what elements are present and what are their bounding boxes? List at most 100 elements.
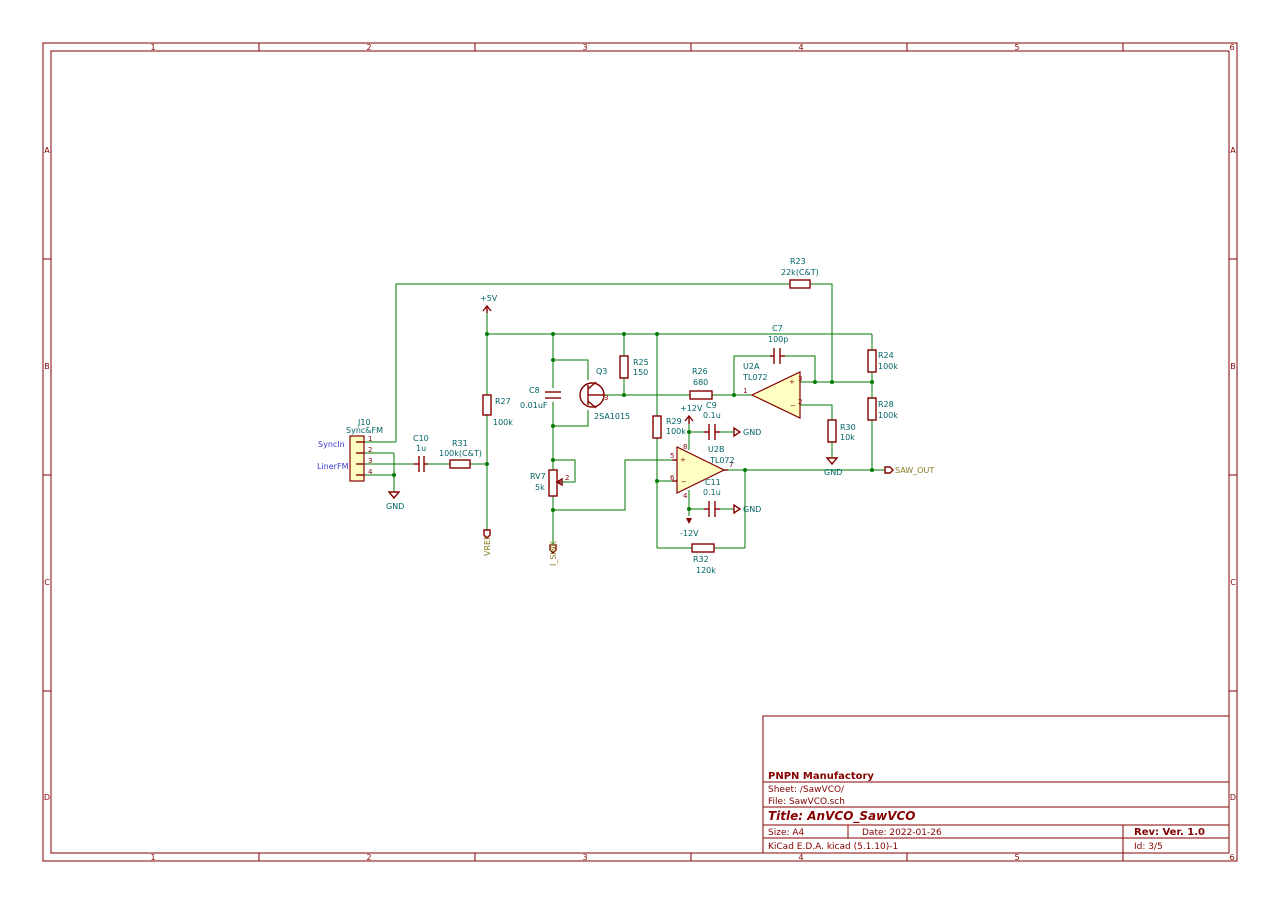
resistor-r23[interactable]: R23 22k(C&T) [781,257,819,289]
r23-value: 22k(C&T) [781,268,819,277]
u2a-pin-out: 1 [743,387,747,395]
sheet-date: Date: 2022-01-26 [862,828,942,838]
power-5v: +5V [480,294,498,313]
resistor-r26[interactable]: R26 680 [689,367,713,400]
r29-value: 100k [666,427,686,436]
resistor-r32[interactable]: R32 120k [691,543,716,575]
r32-value: 120k [696,566,716,575]
resistor-r30[interactable]: R30 10k [827,419,856,443]
c9-value: 0.1u [703,411,721,420]
col-label: 5 [1014,43,1019,52]
resistor-r27[interactable]: R27 100k [482,394,513,427]
vref-label: VREF [483,535,492,556]
resistor-r24[interactable]: R24 100k [867,349,898,373]
company-name: PNPN Manufactory [768,771,874,782]
r25-value: 150 [633,368,648,377]
sheet-path: Sheet: /SawVCO/ [768,785,845,795]
u2b-plus: + [680,456,686,464]
tool-version: KiCad E.D.A. kicad (5.1.10)-1 [768,842,898,852]
power-12v-label: +12V [680,404,703,413]
u2b-pin-vp: 8 [683,443,687,451]
c10-value: 1u [416,444,426,453]
u2b-pin-plus: 5 [670,452,674,460]
opamp-u2b[interactable]: + − 5 6 7 8 4 U2B TL072 [670,443,735,500]
u2b-ref: U2B [708,445,724,454]
r25-ref: R25 [633,358,649,367]
c8-ref: C8 [529,386,540,395]
row-label: B [1230,362,1236,371]
col-label: 3 [582,43,587,52]
col-label: 2 [366,43,371,52]
r27-value: 100k [493,418,513,427]
col-label: 4 [798,43,803,52]
capacitor-c7[interactable]: C7 100p [768,324,788,364]
u2a-pin-plus: 3 [798,375,802,383]
gnd-label: GND [824,468,842,477]
connector-j10[interactable]: J10 Sync&FM 1 2 3 4 SyncIn LinerFM [317,418,383,482]
global-label-saw-out: SAW_OUT [884,466,934,475]
r30-value: 10k [840,433,855,442]
col-label: 1 [150,43,155,52]
u2a-pin-minus: 2 [798,398,802,406]
capacitor-c11[interactable]: C11 0.1u [703,478,721,517]
r28-value: 100k [878,411,898,420]
j10-pin: 4 [368,468,373,476]
u2a-minus: − [790,402,796,410]
potentiometer-rv7[interactable]: RV7 5k 2 [530,469,569,497]
u2b-pin-minus: 6 [670,474,675,482]
r26-ref: R26 [692,367,708,376]
c11-value: 0.1u [703,488,721,497]
gnd-label: GND [743,428,761,437]
title-block: PNPN Manufactory Sheet: /SawVCO/ File: S… [762,715,1230,854]
power-12v: +12V [680,404,703,424]
capacitor-c8[interactable]: C8 0.01uF [520,386,561,410]
u2b-value: TL072 [709,456,735,465]
gnd-label: GND [743,505,761,514]
u2a-value: TL072 [742,373,768,382]
transistor-q3[interactable]: Q3 2SA1015 3 [579,367,630,421]
opamp-u2a[interactable]: + − 1 3 2 U2A TL072 [742,362,802,419]
r32-ref: R32 [693,555,709,564]
row-label: C [44,578,50,587]
row-label: A [1230,146,1236,155]
u2b-pin-out: 7 [729,461,733,469]
isink-label: I_SINK [549,540,558,566]
r23-ref: R23 [790,257,806,266]
sheet-title: Title: AnVCO_SawVCO [768,809,916,824]
rv7-ref: RV7 [530,472,546,481]
file-name: File: SawVCO.sch [768,797,845,807]
u2b-pin-vm: 4 [683,492,688,500]
c8-value: 0.01uF [520,401,548,410]
q3-ref: Q3 [596,367,607,376]
sheet-size: Size: A4 [768,828,805,838]
power-5v-label: +5V [480,294,498,303]
net-label-linerfm: LinerFM [317,462,349,471]
r31-value: 100k(C&T) [439,449,482,458]
gnd-symbol: GND [386,491,404,511]
u2b-minus: − [681,478,687,486]
j10-pin: 2 [368,446,372,454]
global-label-vref: VREF [483,529,492,556]
col-label: 3 [582,853,587,862]
resistor-r25[interactable]: R25 150 [619,355,649,379]
resistor-r31[interactable]: R31 100k(C&T) [439,439,482,469]
r29-ref: R29 [666,417,682,426]
u2a-plus: + [789,378,795,386]
r27-ref: R27 [495,397,511,406]
gnd-symbol: GND [733,426,761,438]
r28-ref: R28 [878,400,894,409]
row-label: C [1230,578,1236,587]
c7-value: 100p [768,335,788,344]
row-label: D [44,793,50,802]
capacitor-c10[interactable]: C10 1u [413,434,429,472]
resistor-r29[interactable]: R29 100k [652,415,686,439]
col-label: 6 [1229,43,1234,52]
resistor-r28[interactable]: R28 100k [867,397,898,421]
capacitor-c9[interactable]: C9 0.1u [703,401,721,440]
j10-pin: 1 [368,435,372,443]
c9-ref: C9 [706,401,717,410]
u2a-ref: U2A [743,362,760,371]
r31-ref: R31 [452,439,468,448]
sheet-frame: 1 2 3 4 5 6 1 2 3 4 5 6 A B C D A B C D [42,42,1238,862]
col-label: 5 [1014,853,1019,862]
